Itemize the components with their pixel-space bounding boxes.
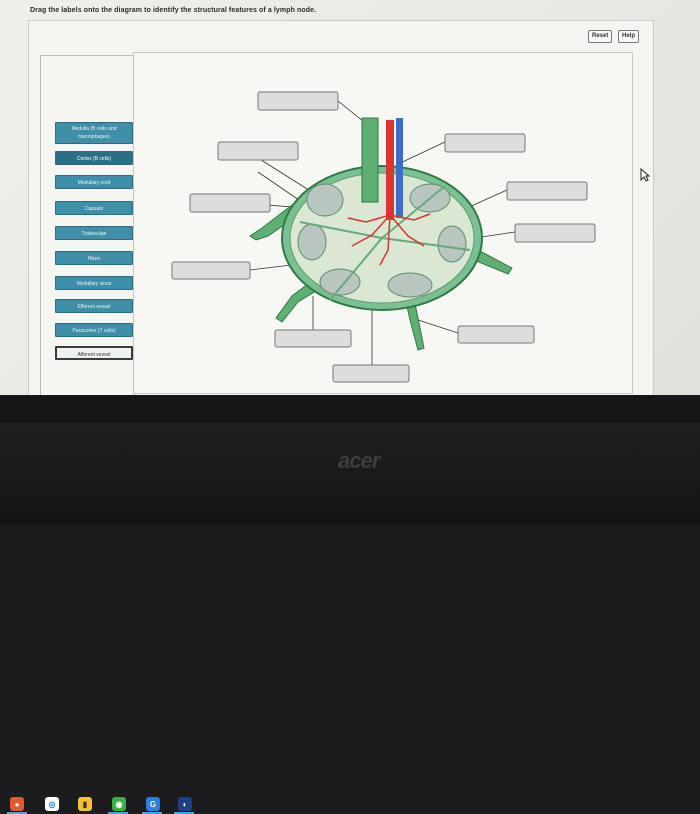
firefox-icon[interactable]: ● bbox=[10, 797, 24, 811]
label-paracortex[interactable]: Paracortex (T cells) bbox=[55, 323, 133, 337]
label-hilum[interactable]: Hilum bbox=[55, 251, 133, 265]
vpn-icon[interactable]: G bbox=[146, 797, 160, 811]
lymph-node-diagram bbox=[171, 91, 596, 383]
label-afferent-vessel[interactable]: Afferent vessel bbox=[55, 346, 133, 360]
label-efferent-vessel[interactable]: Efferent vessel bbox=[55, 299, 133, 313]
drop-targets[interactable] bbox=[171, 91, 596, 383]
trabeculae bbox=[299, 185, 471, 301]
instructions-text: Drag the labels onto the diagram to iden… bbox=[30, 7, 317, 14]
monitor-bezel bbox=[0, 423, 700, 525]
hilum-vessels bbox=[347, 213, 431, 266]
media-icon[interactable]: ◐ bbox=[178, 797, 192, 811]
label-cortex[interactable]: Cortex (B cells) bbox=[55, 151, 133, 165]
acer-logo: acer bbox=[338, 448, 380, 473]
taskbar: ● ◎ ▮ ◉ G ◐ bbox=[0, 395, 700, 814]
efferent-vessel-trunk bbox=[361, 117, 403, 220]
label-panel: Medulla (B cells and macrophages) Cortex… bbox=[40, 55, 135, 395]
label-trabeculae[interactable]: Trabeculae bbox=[55, 226, 133, 240]
label-medullary-sinus[interactable]: Medullary sinus bbox=[55, 276, 133, 290]
label-medullary-cord[interactable]: Medullary cord bbox=[55, 175, 133, 189]
store-icon[interactable]: ◉ bbox=[112, 797, 126, 811]
help-button[interactable]: Help bbox=[618, 30, 640, 43]
chrome-icon[interactable]: ◎ bbox=[45, 797, 59, 811]
label-medulla[interactable]: Medulla (B cells and macrophages) bbox=[55, 122, 133, 144]
reset-button[interactable]: Reset bbox=[588, 30, 613, 43]
screen: Drag the labels onto the diagram to iden… bbox=[0, 0, 700, 395]
file-explorer-icon[interactable]: ▮ bbox=[78, 797, 92, 811]
mouse-cursor-icon bbox=[640, 167, 651, 187]
label-capsule[interactable]: Capsule bbox=[55, 201, 133, 215]
